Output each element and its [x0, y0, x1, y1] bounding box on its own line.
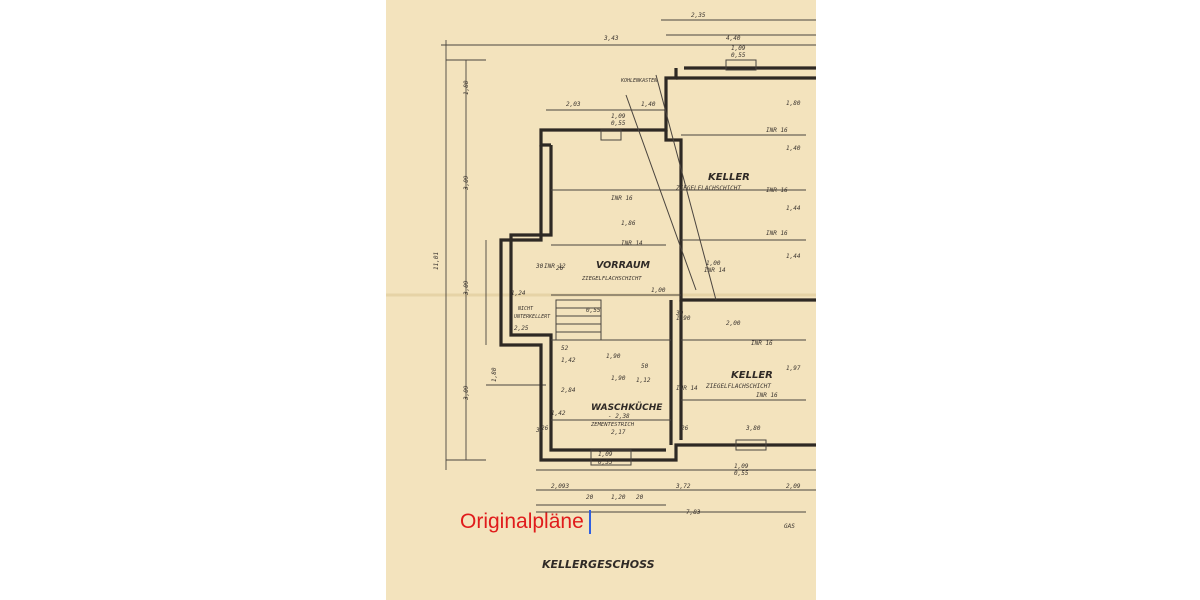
dimension-label: 50 — [641, 363, 649, 370]
dimension-label: 52 — [561, 345, 569, 352]
dimension-label: 1,90 — [606, 353, 621, 360]
caption-text: Originalpläne — [460, 510, 584, 533]
dimension-label: 1,00 — [706, 260, 721, 267]
floor-plan-sheet: KELLER ZIEGELFLACHSCHICHT VORRAUM ZIEGEL… — [386, 0, 816, 600]
dimension-label: 30 — [675, 310, 684, 317]
dimension-label: 3,72 — [675, 483, 691, 490]
dimension-label: 1,80 — [491, 367, 498, 382]
dimension-label: INR 16 — [766, 230, 788, 237]
dimension-label: 30 — [535, 263, 544, 270]
dimension-label: INR 16 — [751, 340, 773, 347]
dimension-label: 1,44 — [786, 205, 801, 212]
caption: Originalpläne — [460, 508, 591, 536]
dimension-label: 1,40 — [786, 145, 801, 152]
dimension-label: 2,03 — [566, 101, 581, 108]
dimension-label: 1,00 — [651, 287, 666, 294]
dimension-label: 3,09 — [463, 385, 470, 401]
dimension-label: 1,40 — [641, 101, 656, 108]
dimension-label: 39 — [535, 427, 544, 434]
dimension-label: 26 — [541, 425, 549, 432]
dimension-label: 1,86 — [621, 220, 636, 227]
plan-title: KELLERGESCHOSS — [542, 558, 655, 571]
dimension-label: INR 16 — [756, 392, 778, 399]
dimension-label: 7,83 — [686, 509, 701, 516]
dimension-label: 2,84 — [561, 387, 576, 394]
floor-plan-drawing: KELLER ZIEGELFLACHSCHICHT VORRAUM ZIEGEL… — [386, 12, 816, 571]
dimension-label: INR 14 — [676, 385, 698, 392]
dimension-label: 1,20 — [611, 494, 626, 501]
dimension-label: 0,55 — [734, 470, 749, 477]
nicht-unterkellert-line2: UNTERKELLERT — [514, 314, 551, 320]
dimension-label: 0,55 — [731, 52, 746, 59]
dimension-label: 2,35 — [691, 12, 706, 19]
room-keller-bottom-name: KELLER — [731, 370, 773, 381]
dimension-label: 0,55 — [598, 459, 613, 466]
dimension-label: 1,09 — [598, 451, 613, 458]
dimension-label: 26 — [556, 265, 564, 272]
room-vorraum-name: VORRAUM — [596, 260, 651, 271]
dimension-label: 1,80 — [786, 100, 801, 107]
dimension-label: 4,40 — [726, 35, 741, 42]
room-keller-top-name: KELLER — [708, 172, 750, 183]
dimension-label: 1,42 — [561, 357, 576, 364]
room-keller-bottom-floor: ZIEGELFLACHSCHICHT — [705, 383, 771, 390]
dimension-label: 1,24 — [511, 290, 526, 297]
room-keller-top-floor: ZIEGELFLACHSCHICHT — [675, 185, 741, 192]
dimension-label: 0,55 — [611, 120, 626, 127]
dimension-label: INR 14 — [704, 267, 726, 274]
dimension-label: 20 — [586, 494, 594, 501]
kohlenkasten-label: KOHLENKASTEN — [620, 78, 658, 84]
room-waschkueche-level: - 2,38 — [608, 413, 630, 420]
room-waschkueche-height: 2,17 — [611, 429, 626, 436]
dimension-label: INR 12 — [544, 263, 566, 270]
dimension-label: 1,97 — [786, 365, 801, 372]
dimension-label: 1,44 — [786, 253, 801, 260]
walls — [499, 66, 816, 462]
room-waschkueche-name: WASCHKÜCHE — [591, 402, 663, 413]
dimension-label: 1,12 — [636, 377, 651, 384]
dimension-label: 1,09 — [731, 45, 746, 52]
inner-lines — [551, 59, 806, 466]
dimension-label: 1,09 — [611, 113, 626, 120]
nicht-unterkellert-line1: NICHT — [517, 306, 534, 312]
dimension-label: 0,55 — [586, 307, 601, 314]
dimension-label: 20 — [636, 494, 644, 501]
room-vorraum-floor: ZIEGELFLACHSCHICHT — [581, 276, 642, 282]
dimension-label: INR 16 — [766, 127, 788, 134]
dimension-label: 3,09 — [463, 175, 470, 191]
dimension-label: 1,80 — [463, 80, 470, 95]
dimension-label: 3,43 — [603, 35, 619, 42]
dimension-label: INR 14 — [621, 240, 643, 247]
room-waschkueche-floor: ZEMENTESTRICH — [590, 422, 635, 428]
dimension-label: 2,00 — [726, 320, 741, 327]
dimension-label: INR 16 — [766, 187, 788, 194]
dimension-label: 3,80 — [745, 425, 761, 432]
dimension-label: 2,09 — [786, 483, 801, 490]
dimension-label: 1,90 — [611, 375, 626, 382]
dimension-label: INR 16 — [611, 195, 633, 202]
text-cursor — [588, 510, 591, 535]
dimension-label: 26 — [681, 425, 689, 432]
dimension-label: 11,01 — [433, 252, 440, 270]
top-dimension-lines — [441, 19, 816, 513]
dimension-label: 2,25 — [514, 325, 529, 332]
dimension-label: 1,09 — [734, 463, 749, 470]
dimension-label: 3,09 — [463, 280, 470, 296]
dimension-label: 1,42 — [551, 410, 566, 417]
dimension-label: 2,093 — [551, 483, 569, 490]
dimension-label: 1,90 — [676, 315, 691, 322]
gas-label: GAS — [784, 523, 795, 530]
